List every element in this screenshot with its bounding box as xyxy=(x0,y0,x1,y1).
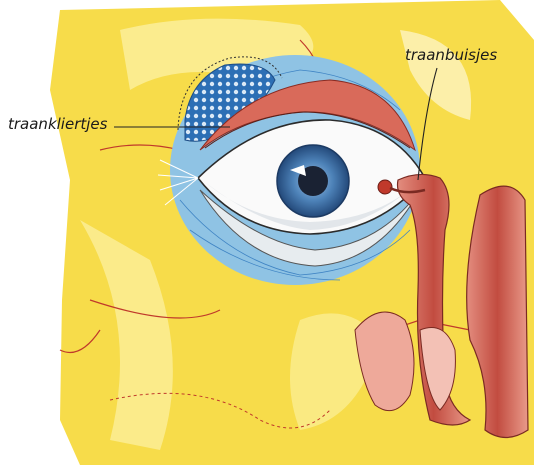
label-lacrimal-glands: traankliertjes xyxy=(8,117,107,132)
label-tear-ducts: traanbuisjes xyxy=(405,48,497,63)
tear-punctum xyxy=(378,180,392,194)
